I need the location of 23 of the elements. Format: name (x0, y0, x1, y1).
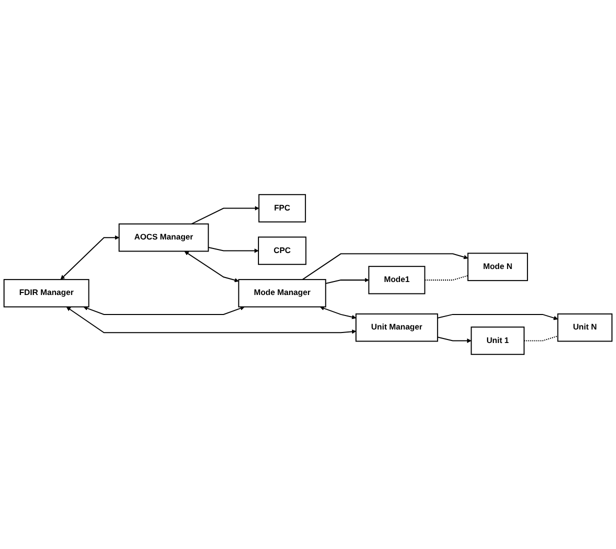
node-box: FDIR Manager (4, 279, 90, 308)
node-box: Unit N (557, 313, 612, 342)
node-box: Mode Manager (238, 279, 326, 308)
arrow (208, 246, 259, 253)
node-box: FPC (258, 194, 306, 222)
arrow (66, 306, 356, 334)
node-box: CPC (258, 236, 306, 265)
node-box: Unit Manager (355, 313, 438, 342)
arrow (83, 306, 245, 315)
node-box: Mode1 (368, 266, 426, 294)
connector (424, 275, 468, 281)
arrow (302, 253, 468, 280)
arrow (60, 235, 120, 280)
node-box: AOCS Manager (118, 223, 209, 252)
node-box: Mode N (467, 252, 528, 282)
connector (524, 336, 558, 342)
arrow (184, 251, 239, 282)
arrow (191, 206, 260, 224)
arrow (437, 314, 558, 320)
arrow (320, 306, 356, 320)
arrow (326, 278, 369, 284)
node-box: Unit 1 (470, 326, 525, 355)
arrow (437, 336, 472, 343)
